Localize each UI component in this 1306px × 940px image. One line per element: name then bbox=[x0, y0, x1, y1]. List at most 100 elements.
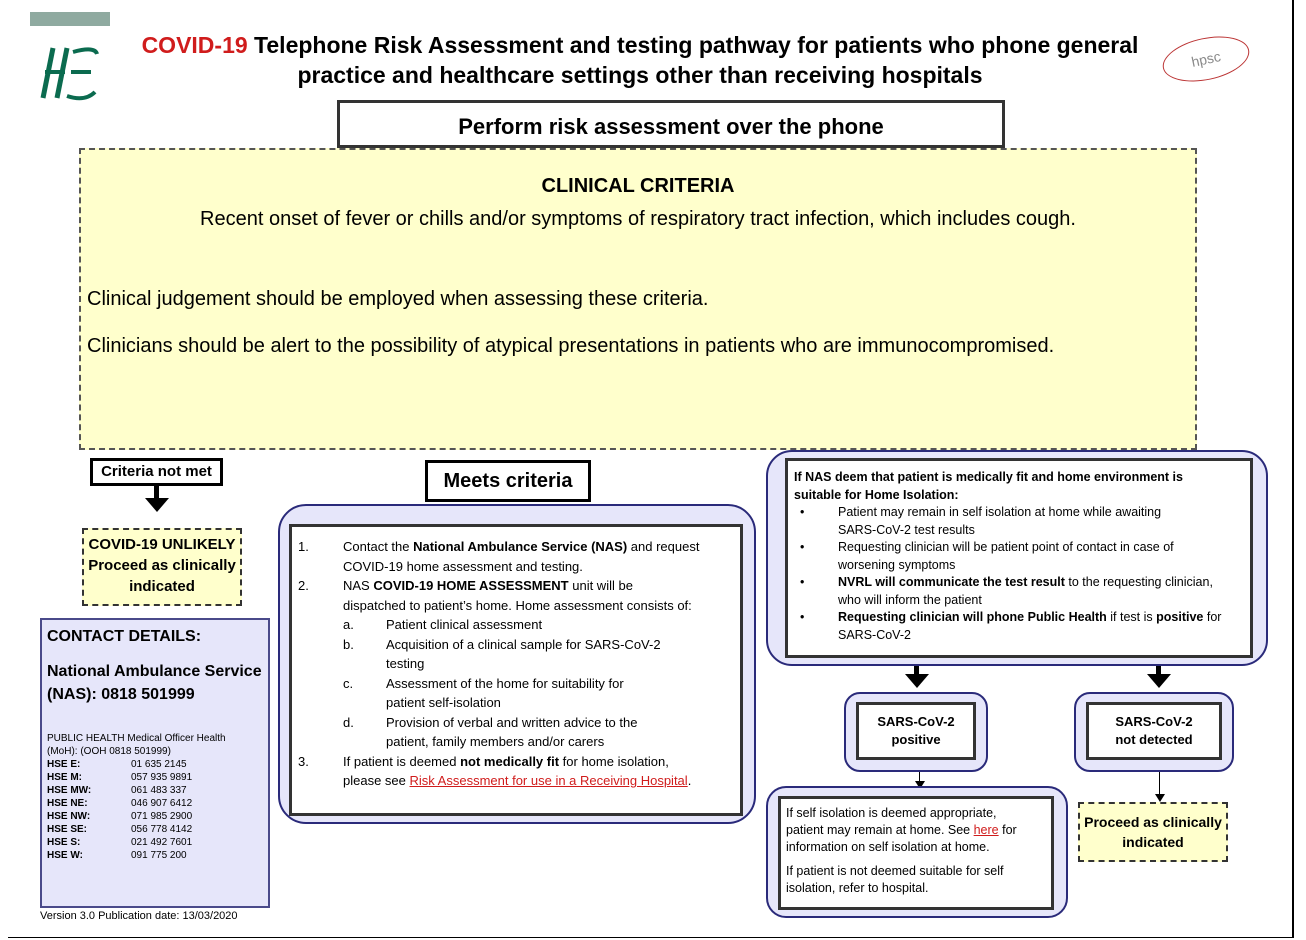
unlikely-line2: Proceed as clinically bbox=[88, 557, 236, 574]
positive-line1: SARS-CoV-2 bbox=[877, 714, 955, 729]
arrow-head-icon bbox=[915, 781, 925, 789]
receiving-hospital-link[interactable]: Risk Assessment for use in a Receiving H… bbox=[409, 773, 688, 788]
list-text: NAS COVID-19 HOME ASSESSMENT unit will b… bbox=[343, 576, 692, 615]
meets-criteria-list: 1. Contact the National Ambulance Servic… bbox=[289, 524, 743, 816]
text-fragment: and request bbox=[627, 539, 700, 554]
positive-line2: positive bbox=[891, 732, 941, 747]
sub-list-item: a.Patient clinical assessment bbox=[298, 615, 734, 635]
self-iso-line1: If self isolation is deemed appropriate, bbox=[786, 806, 997, 820]
contact-phone: 01 635 2145 bbox=[131, 759, 187, 770]
bullet-item: •Requesting clinician will be patient po… bbox=[794, 539, 1244, 574]
nas-heading-line2: suitable for Home Isolation: bbox=[794, 487, 959, 502]
sub-text: Acquisition of a clinical sample for SAR… bbox=[386, 635, 661, 674]
text-fragment: Patient may remain in self isolation at … bbox=[838, 505, 1162, 519]
contact-heading: CONTACT DETAILS: bbox=[47, 628, 202, 645]
sub-list-item: b.Acquisition of a clinical sample for S… bbox=[298, 635, 734, 674]
contact-row: HSE M: 057 935 9891 bbox=[47, 771, 263, 784]
list-item: 1. Contact the National Ambulance Servic… bbox=[298, 537, 734, 576]
positive-bold: positive bbox=[1156, 610, 1204, 624]
contact-phone: 056 778 4142 bbox=[131, 824, 193, 835]
contact-row: HSE SE: 056 778 4142 bbox=[47, 823, 263, 836]
hse-logo bbox=[35, 42, 100, 102]
proceed-clinically-box: Proceed as clinically indicated bbox=[1078, 802, 1228, 862]
contact-area: HSE NW: bbox=[47, 811, 91, 822]
self-iso-line5: isolation, refer to hospital. bbox=[786, 881, 929, 895]
arrow-head-icon bbox=[145, 498, 169, 512]
sub-letter: d. bbox=[343, 714, 354, 730]
proceed-line1: Proceed as clinically bbox=[1084, 814, 1222, 830]
text-fragment: who will inform the patient bbox=[838, 592, 982, 607]
page-frame bbox=[8, 0, 1294, 938]
title-line2: practice and healthcare settings other t… bbox=[297, 62, 983, 88]
bullet-icon: • bbox=[800, 610, 805, 624]
arrow-head-icon bbox=[1147, 674, 1171, 688]
sars-cov2-positive-box: SARS-CoV-2 positive bbox=[856, 702, 976, 760]
text-fragment: dispatched to patient’s home. Home asses… bbox=[343, 597, 692, 613]
header-bar bbox=[30, 12, 110, 26]
self-iso-line2: patient may remain at home. See here for bbox=[786, 822, 1046, 839]
list-item: 3. If patient is deemed not medically fi… bbox=[298, 752, 734, 791]
contact-area: HSE W: bbox=[47, 850, 83, 861]
text-fragment: patient self-isolation bbox=[386, 695, 501, 710]
contact-area: HSE NE: bbox=[47, 798, 88, 809]
bullet-icon: • bbox=[800, 575, 805, 589]
contact-area: HSE MW: bbox=[47, 785, 92, 796]
criteria-not-met-box: Criteria not met bbox=[90, 458, 223, 486]
not-medically-fit-bold: not medically fit bbox=[460, 753, 560, 769]
proceed-line2: indicated bbox=[1122, 834, 1184, 850]
bullet-item: • NVRL will communicate the test result t… bbox=[794, 574, 1244, 609]
public-health-contact: PUBLIC HEALTH Medical Officer Health (Mo… bbox=[47, 732, 263, 758]
contact-row: HSE NE: 046 907 6412 bbox=[47, 797, 263, 810]
text-fragment: Acquisition of a clinical sample for SAR… bbox=[386, 636, 661, 652]
bullet-item: •Requesting clinician will phone Public … bbox=[794, 609, 1244, 644]
text-fragment: patient may remain at home. See bbox=[786, 823, 974, 837]
public-health-line1: PUBLIC HEALTH Medical Officer Health bbox=[47, 733, 226, 744]
text-fragment: for bbox=[1203, 610, 1222, 624]
contact-phone: 021 492 7601 bbox=[131, 837, 193, 848]
sub-text: Patient clinical assessment bbox=[386, 617, 543, 632]
bullet-text: Patient may remain in self isolation at … bbox=[838, 504, 1161, 539]
list-item: 2. NAS COVID-19 HOME ASSESSMENT unit wil… bbox=[298, 576, 734, 615]
bullet-item: • Patient may remain in self isolation at… bbox=[794, 504, 1244, 539]
arrow-down-icon bbox=[919, 772, 920, 782]
sub-list-item: d.Provision of verbal and written advice… bbox=[298, 713, 734, 752]
self-isolation-box: If self isolation is deemed appropriate,… bbox=[778, 796, 1054, 910]
contact-row: HSE E:01 635 2145 bbox=[47, 758, 263, 771]
contact-area: HSE S: bbox=[47, 837, 81, 848]
not-detected-line2: not detected bbox=[1115, 732, 1193, 747]
contact-row: HSE W:091 775 200 bbox=[47, 849, 263, 862]
arrow-down-icon bbox=[914, 666, 919, 676]
arrow-down-icon bbox=[1156, 666, 1161, 676]
nas-bold: National Ambulance Service (NAS) bbox=[413, 539, 628, 554]
hse-logo-icon bbox=[40, 47, 99, 101]
nas-heading-line1: If NAS deem that patient is medically fi… bbox=[794, 470, 1183, 484]
text-fragment: SARS-CoV-2 bbox=[838, 627, 911, 642]
contact-row: HSE MW:061 483 337 bbox=[47, 784, 263, 797]
contact-area: HSE M: bbox=[47, 772, 82, 783]
contact-phone: 046 907 6412 bbox=[131, 798, 193, 809]
text-fragment: worsening symptoms bbox=[838, 557, 956, 572]
list-number: 1. bbox=[298, 539, 309, 554]
contact-phone: 057 935 9891 bbox=[131, 772, 193, 783]
list-number: 2. bbox=[298, 578, 309, 593]
clinical-judgement-text: Clinical judgement should be employed wh… bbox=[87, 288, 709, 310]
nas-contact: National Ambulance Service (NAS): 0818 5… bbox=[47, 660, 263, 706]
bullet-text: Requesting clinician will be patient poi… bbox=[838, 539, 1174, 574]
bullet-text: NVRL will communicate the test result to… bbox=[838, 574, 1213, 609]
sub-list-item: c.Assessment of the home for suitability… bbox=[298, 674, 734, 713]
bullet-icon: • bbox=[800, 505, 805, 519]
clinical-criteria-text: Recent onset of fever or chills and/or s… bbox=[200, 208, 1076, 230]
clinical-criteria-box: CLINICAL CRITERIA Recent onset of fever … bbox=[79, 148, 1197, 450]
self-isolation-link[interactable]: here bbox=[973, 823, 999, 837]
text-fragment: Requesting clinician will be patient poi… bbox=[838, 540, 1174, 554]
contact-area: HSE SE: bbox=[47, 824, 88, 835]
text-fragment: unit will be bbox=[568, 578, 633, 593]
version-text: Version 3.0 Publication date: 13/03/2020 bbox=[40, 910, 238, 922]
text-fragment: NAS bbox=[343, 578, 374, 593]
list-number: 3. bbox=[298, 753, 309, 769]
public-health-line2: (MoH): (OOH 0818 501999) bbox=[47, 746, 171, 757]
text-fragment: patient, family members and/or carers bbox=[386, 734, 605, 749]
text-fragment: please see bbox=[343, 773, 410, 788]
list-text: If patient is deemed not medically fit f… bbox=[343, 752, 691, 791]
arrow-head-icon bbox=[905, 674, 929, 688]
